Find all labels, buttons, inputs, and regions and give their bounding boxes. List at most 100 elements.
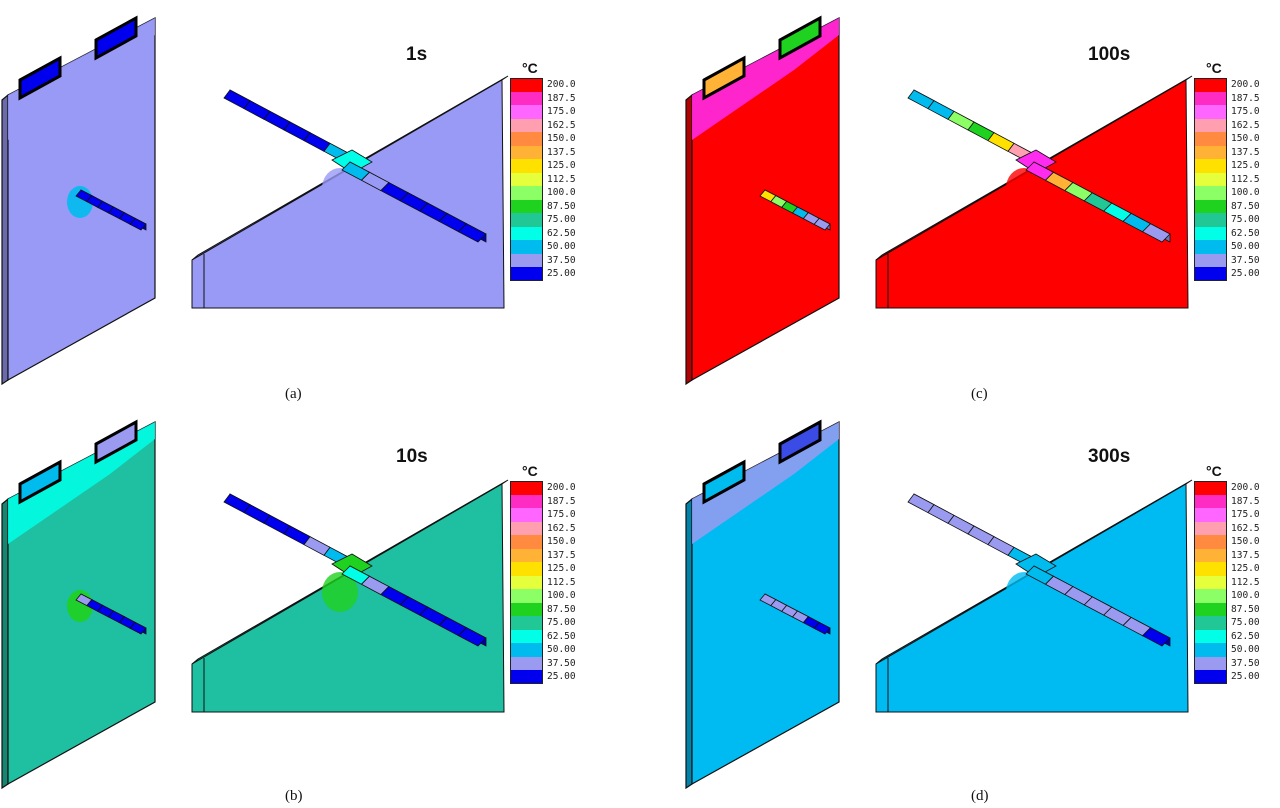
legend-swatch bbox=[510, 548, 543, 562]
legend-label: 62.50 bbox=[1231, 227, 1260, 239]
legend-label: 125.0 bbox=[547, 563, 576, 574]
legend-row: 137.5 bbox=[1194, 145, 1260, 159]
cell-edge bbox=[1, 93, 9, 386]
legend-swatch bbox=[1194, 643, 1227, 657]
legend-label: 150.0 bbox=[1231, 536, 1260, 547]
legend-row: 100.0 bbox=[1194, 186, 1260, 200]
legend-swatch bbox=[510, 629, 543, 643]
legend-swatch bbox=[1194, 186, 1227, 200]
legend-swatch bbox=[510, 186, 543, 200]
plate-heat-spot bbox=[322, 572, 358, 612]
legend-swatch bbox=[1194, 494, 1227, 508]
legend-swatch bbox=[510, 91, 543, 105]
legend-label: 37.50 bbox=[1231, 657, 1260, 669]
legend-label: 137.5 bbox=[1231, 146, 1260, 158]
legend-label: 175.0 bbox=[547, 509, 576, 520]
legend-row: 150.0 bbox=[510, 535, 576, 549]
legend-row: 187.5 bbox=[510, 91, 576, 105]
legend-label: 75.00 bbox=[1231, 214, 1260, 225]
legend-row: 137.5 bbox=[510, 548, 576, 562]
legend-row: 200.0 bbox=[510, 78, 576, 92]
legend-label: 200.0 bbox=[547, 482, 576, 493]
cell-tab bbox=[18, 459, 62, 505]
legend-row: 37.50 bbox=[510, 656, 576, 670]
legend-row: 37.50 bbox=[510, 253, 576, 267]
legend-row: 75.00 bbox=[510, 616, 576, 630]
legend-row: 87.50 bbox=[510, 199, 576, 213]
front-arm-segment bbox=[457, 223, 487, 243]
legend-label: 87.50 bbox=[547, 200, 576, 212]
legend-swatch bbox=[510, 132, 543, 146]
legend-label: 150.0 bbox=[547, 536, 576, 547]
legend-row: 125.0 bbox=[510, 159, 576, 173]
legend-label: 100.0 bbox=[547, 187, 576, 198]
unit-label: °C bbox=[522, 60, 538, 76]
legend-row: 62.50 bbox=[510, 226, 576, 240]
front-arm-segment bbox=[1141, 627, 1171, 647]
legend-label: 150.0 bbox=[1231, 133, 1260, 144]
legend-row: 162.5 bbox=[510, 118, 576, 132]
legend-row: 50.00 bbox=[510, 643, 576, 657]
legend-label: 112.5 bbox=[547, 173, 576, 185]
legend-row: 75.00 bbox=[510, 213, 576, 227]
legend-row: 50.00 bbox=[1194, 643, 1260, 657]
cell-edge bbox=[1, 497, 9, 790]
legend-label: 162.5 bbox=[547, 119, 576, 131]
front-arm-segment bbox=[1141, 223, 1171, 243]
cell-tab bbox=[778, 419, 822, 465]
cell-top-region bbox=[692, 422, 839, 544]
legend-row: 25.00 bbox=[1194, 267, 1260, 281]
legend-label: 187.5 bbox=[1231, 495, 1260, 507]
legend-row: 87.50 bbox=[1194, 199, 1260, 213]
legend-swatch bbox=[510, 226, 543, 240]
legend-label: 112.5 bbox=[547, 576, 576, 588]
legend-swatch bbox=[1194, 616, 1227, 630]
legend-swatch bbox=[1194, 172, 1227, 186]
cell-tab bbox=[94, 419, 138, 465]
cell-rod-segment bbox=[813, 217, 831, 231]
legend-label: 62.50 bbox=[1231, 630, 1260, 642]
caption: (a) bbox=[285, 386, 302, 402]
legend-row: 50.00 bbox=[1194, 240, 1260, 254]
legend-row: 162.5 bbox=[1194, 118, 1260, 132]
legend-swatch bbox=[510, 78, 543, 92]
legend-row: 100.0 bbox=[1194, 589, 1260, 603]
caption: (c) bbox=[971, 386, 988, 402]
legend-label: 162.5 bbox=[547, 522, 576, 534]
front-arm-segment bbox=[457, 627, 487, 647]
legend-swatch bbox=[510, 172, 543, 186]
time-label: 100s bbox=[1088, 44, 1131, 65]
legend-label: 75.00 bbox=[1231, 617, 1260, 628]
legend-row: 125.0 bbox=[1194, 159, 1260, 173]
unit-label: °C bbox=[1206, 60, 1222, 76]
legend-swatch bbox=[1194, 670, 1227, 684]
legend-label: 75.00 bbox=[547, 617, 576, 628]
legend-swatch bbox=[1194, 118, 1227, 132]
legend-swatch bbox=[1194, 159, 1227, 173]
legend-swatch bbox=[1194, 562, 1227, 576]
legend-row: 150.0 bbox=[1194, 535, 1260, 549]
legend-label: 137.5 bbox=[547, 549, 576, 561]
legend-swatch bbox=[1194, 575, 1227, 589]
legend-swatch bbox=[1194, 253, 1227, 267]
legend-label: 150.0 bbox=[547, 133, 576, 144]
legend-swatch bbox=[510, 616, 543, 630]
legend-swatch bbox=[1194, 521, 1227, 535]
legend-label: 175.0 bbox=[547, 106, 576, 117]
legend-swatch bbox=[510, 562, 543, 576]
legend-row: 125.0 bbox=[1194, 562, 1260, 576]
legend-swatch bbox=[1194, 589, 1227, 603]
legend-label: 112.5 bbox=[1231, 173, 1260, 185]
legend-swatch bbox=[510, 159, 543, 173]
legend-label: 100.0 bbox=[1231, 590, 1260, 601]
legend-swatch bbox=[510, 494, 543, 508]
legend-swatch bbox=[510, 535, 543, 549]
temperature-scene bbox=[1, 419, 509, 790]
legend-row: 87.50 bbox=[510, 602, 576, 616]
legend-swatch bbox=[1194, 105, 1227, 119]
